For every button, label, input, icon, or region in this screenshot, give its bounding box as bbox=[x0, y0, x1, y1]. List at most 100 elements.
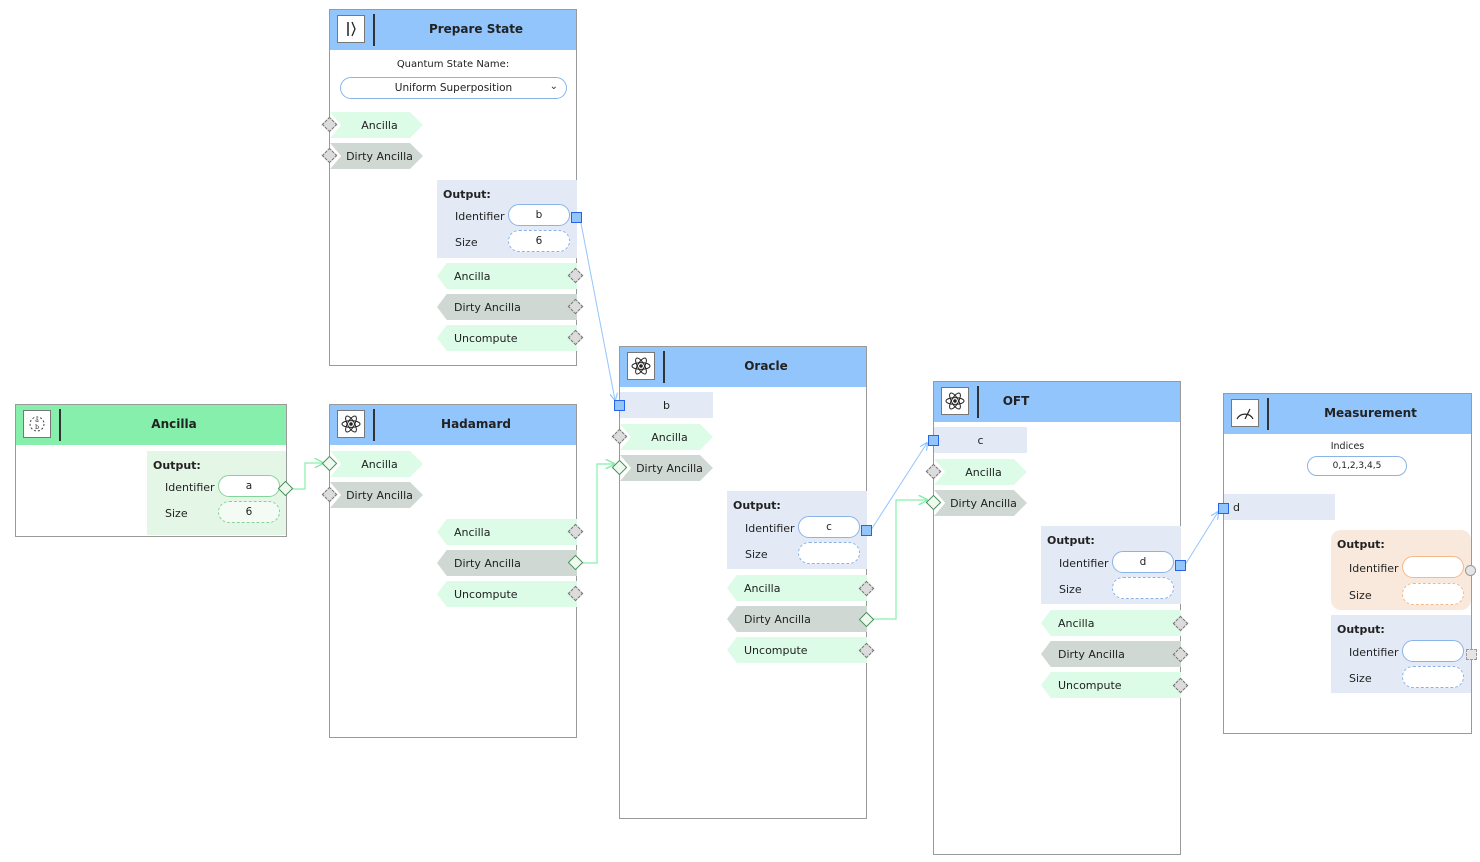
qft-node[interactable]: OFT c Ancilla Dirty Ancilla Output: Iden… bbox=[933, 381, 1181, 855]
size-input[interactable] bbox=[798, 542, 860, 564]
edge-hadamard-to-oracle[interactable] bbox=[580, 464, 614, 564]
output-dirty-ancilla: Dirty Ancilla bbox=[437, 550, 577, 576]
oracle-node[interactable]: Oracle b Ancilla Dirty Ancilla Output: I… bbox=[619, 346, 867, 819]
size-label: Size bbox=[455, 236, 478, 249]
identifier-label: Identifier bbox=[745, 522, 795, 535]
output-panel: Output: Identifier c Size bbox=[727, 491, 867, 569]
node-title: Oracle bbox=[744, 359, 788, 373]
node-title: Ancilla bbox=[151, 417, 197, 431]
indices-input[interactable]: 0,1,2,3,4,5 bbox=[1307, 456, 1407, 476]
identifier-input[interactable] bbox=[1402, 556, 1464, 578]
size-input[interactable]: 6 bbox=[508, 230, 570, 252]
measurement-node[interactable]: Measurement Indices 0,1,2,3,4,5 d Output… bbox=[1223, 393, 1472, 734]
output-dirty-ancilla: Dirty Ancilla bbox=[727, 606, 867, 632]
hadamard-node[interactable]: Hadamard Ancilla Dirty Ancilla Ancilla D… bbox=[329, 404, 577, 738]
output-panel-1: Output: Identifier Size bbox=[1331, 530, 1471, 610]
output-title: Output: bbox=[1337, 538, 1385, 551]
svg-text:b: b bbox=[35, 424, 39, 431]
output-title: Output: bbox=[1047, 534, 1095, 547]
header-separator bbox=[1267, 398, 1269, 430]
output-uncompute: Uncompute bbox=[437, 581, 577, 607]
output-title: Output: bbox=[153, 459, 201, 472]
prepare-state-node[interactable]: Prepare State Quantum State Name: Unifor… bbox=[329, 9, 577, 366]
output-panel: Output: Identifier d Size bbox=[1041, 526, 1181, 604]
identifier-label: Identifier bbox=[455, 210, 505, 223]
header-separator bbox=[373, 14, 375, 46]
output-uncompute: Uncompute bbox=[1041, 672, 1181, 698]
size-label: Size bbox=[1349, 672, 1372, 685]
port-prepare-out-register[interactable] bbox=[571, 212, 582, 223]
output-title: Output: bbox=[443, 188, 491, 201]
node-header: Prepare State bbox=[330, 10, 576, 50]
node-header: Hadamard bbox=[330, 405, 576, 445]
input-register-label: c bbox=[977, 433, 984, 447]
edge-prepare-to-oracle[interactable] bbox=[579, 217, 615, 400]
node-title: Hadamard bbox=[441, 417, 511, 431]
output-panel-2: Output: Identifier Size bbox=[1331, 615, 1471, 693]
quantum-state-name-label: Quantum State Name: bbox=[396, 59, 510, 70]
edge-oracle-dirty-to-qft[interactable] bbox=[871, 500, 927, 620]
size-label: Size bbox=[165, 507, 188, 520]
identifier-input[interactable]: a bbox=[218, 475, 280, 497]
port-qft-in-register[interactable] bbox=[928, 435, 939, 446]
edge-qft-to-measurement[interactable] bbox=[1184, 512, 1218, 566]
identifier-label: Identifier bbox=[165, 481, 215, 494]
identifier-input[interactable]: d bbox=[1112, 551, 1174, 573]
edge-ancilla-to-hadamard[interactable] bbox=[290, 463, 323, 490]
identifier-input[interactable]: c bbox=[798, 516, 860, 538]
node-header: Oracle bbox=[620, 347, 866, 387]
edge-oracle-to-qft[interactable] bbox=[870, 443, 927, 531]
quantum-state-select[interactable]: Uniform Superposition ⌄ bbox=[340, 77, 567, 99]
size-input[interactable]: 6 bbox=[218, 501, 280, 523]
size-label: Size bbox=[1349, 589, 1372, 602]
input-ancilla: Ancilla bbox=[330, 451, 423, 477]
size-input[interactable] bbox=[1402, 583, 1464, 605]
atom-icon bbox=[941, 387, 969, 415]
indices-label: Indices bbox=[1330, 441, 1365, 452]
output-dirty-ancilla: Dirty Ancilla bbox=[1041, 641, 1181, 667]
chevron-down-icon: ⌄ bbox=[549, 81, 558, 92]
output-panel: Output: Identifier b Size 6 bbox=[437, 180, 577, 258]
input-dirty-ancilla: Dirty Ancilla bbox=[330, 482, 423, 508]
identifier-label: Identifier bbox=[1349, 562, 1399, 575]
input-dirty-ancilla: Dirty Ancilla bbox=[934, 490, 1027, 516]
output-uncompute: Uncompute bbox=[727, 637, 867, 663]
input-ancilla: Ancilla bbox=[934, 459, 1027, 485]
atom-icon bbox=[337, 410, 365, 438]
size-input[interactable] bbox=[1112, 577, 1174, 599]
identifier-input[interactable] bbox=[1402, 640, 1464, 662]
input-register-bar: c bbox=[934, 427, 1027, 453]
port-oracle-in-register[interactable] bbox=[614, 400, 625, 411]
node-header: Measurement bbox=[1224, 394, 1471, 434]
port-measurement-out-1[interactable] bbox=[1465, 565, 1476, 576]
input-register-bar: d bbox=[1224, 494, 1335, 520]
output-ancilla: Ancilla bbox=[1041, 610, 1181, 636]
port-measurement-in-register[interactable] bbox=[1218, 503, 1229, 514]
input-dirty-ancilla: Dirty Ancilla bbox=[620, 455, 713, 481]
output-ancilla: Ancilla bbox=[437, 263, 577, 289]
identifier-label: Identifier bbox=[1059, 557, 1109, 570]
output-ancilla: Ancilla bbox=[437, 519, 577, 545]
identifier-input[interactable]: b bbox=[508, 204, 570, 226]
size-input[interactable] bbox=[1402, 666, 1464, 688]
input-dirty-ancilla: Dirty Ancilla bbox=[330, 143, 423, 169]
node-title: Measurement bbox=[1324, 406, 1417, 420]
header-separator bbox=[663, 351, 665, 383]
svg-text:a: a bbox=[35, 417, 39, 424]
output-title: Output: bbox=[733, 499, 781, 512]
output-title: Output: bbox=[1337, 623, 1385, 636]
header-separator bbox=[59, 409, 61, 441]
port-qft-out-register[interactable] bbox=[1175, 560, 1186, 571]
input-register-label: b bbox=[663, 398, 670, 412]
ket-icon bbox=[337, 15, 365, 43]
port-oracle-out-register[interactable] bbox=[861, 525, 872, 536]
input-register-label: d bbox=[1233, 500, 1240, 514]
port-measurement-out-2[interactable] bbox=[1466, 649, 1477, 660]
header-separator bbox=[373, 409, 375, 441]
input-register-bar: b bbox=[620, 392, 713, 418]
atom-icon bbox=[627, 352, 655, 380]
